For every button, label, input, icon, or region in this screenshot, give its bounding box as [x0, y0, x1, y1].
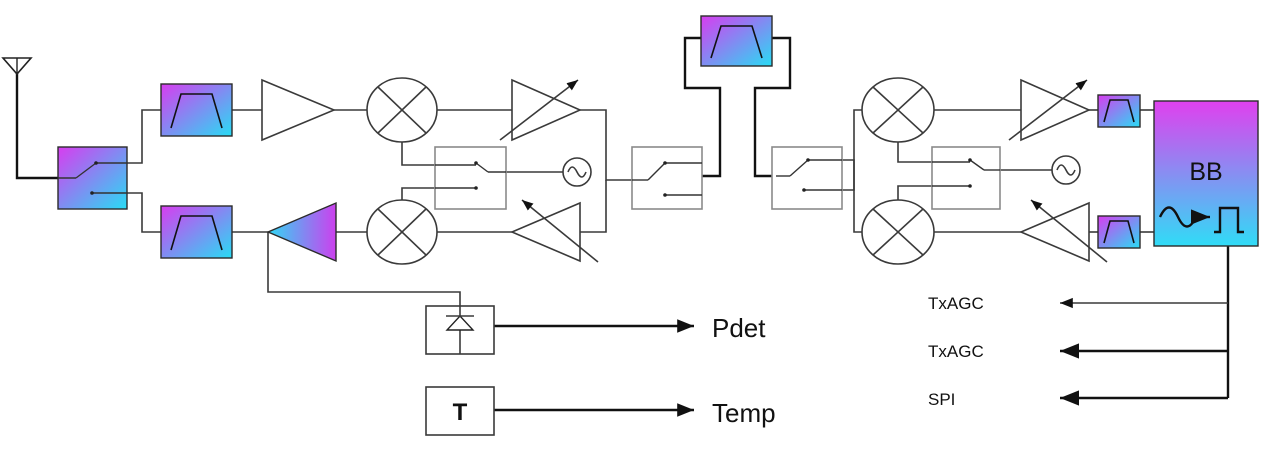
right-rx-vga	[1008, 78, 1091, 142]
temp-box-label: T	[453, 399, 468, 426]
right-oscillator	[1051, 155, 1081, 185]
pdet-label: Pdet	[712, 313, 766, 343]
power-amplifier	[266, 201, 337, 263]
temperature-sensor: T	[425, 386, 495, 436]
wires	[15, 36, 1230, 417]
tx-vga	[509, 199, 599, 263]
rx-vga	[499, 78, 582, 142]
variable-gain-amplifier-icon	[511, 78, 582, 142]
tx-mixer	[366, 199, 438, 265]
power-detector-diode-icon	[445, 306, 475, 354]
variable-gain-amplifier-icon	[1018, 201, 1090, 263]
temp-label: Temp	[712, 398, 776, 428]
bb-tx-filter	[1097, 215, 1141, 249]
shared-filter	[700, 15, 773, 67]
bandpass-filter-icon	[1103, 99, 1135, 123]
bandpass-filter-icon	[170, 215, 223, 251]
baseband-label: BB	[1189, 158, 1222, 186]
spi-label: SPI	[928, 390, 955, 409]
bandpass-filter-icon	[170, 93, 223, 129]
amplifier-triangle-icon	[261, 78, 337, 142]
antenna-switch	[57, 146, 128, 210]
variable-gain-amplifier-icon	[509, 201, 581, 263]
left-oscillator	[562, 157, 592, 187]
right-tx-vga	[1018, 199, 1108, 263]
power-detector	[425, 305, 495, 355]
bandpass-filter-icon	[1103, 220, 1135, 244]
bb-rx-filter	[1097, 94, 1141, 128]
baseband-waveform-icon	[1158, 206, 1244, 234]
baseband-block: BB	[1153, 100, 1259, 247]
variable-gain-amplifier-icon	[1020, 78, 1091, 142]
right-path-switch	[771, 146, 843, 210]
right-tx-mixer	[861, 199, 935, 265]
tx-filter	[160, 205, 233, 259]
rx-filter	[160, 83, 233, 137]
txagc-label-2: TxAGC	[928, 342, 984, 361]
txagc-label-1: TxAGC	[928, 294, 984, 313]
right-rx-mixer	[861, 77, 935, 143]
antenna-icon	[1, 57, 33, 76]
lna-amplifier	[261, 78, 337, 142]
rx-mixer	[366, 77, 438, 143]
amplifier-triangle-icon	[266, 201, 337, 263]
right-lo-switch	[931, 146, 1001, 210]
left-path-switch	[631, 146, 703, 210]
bandpass-filter-icon	[710, 25, 763, 59]
left-lo-switch	[434, 146, 507, 210]
